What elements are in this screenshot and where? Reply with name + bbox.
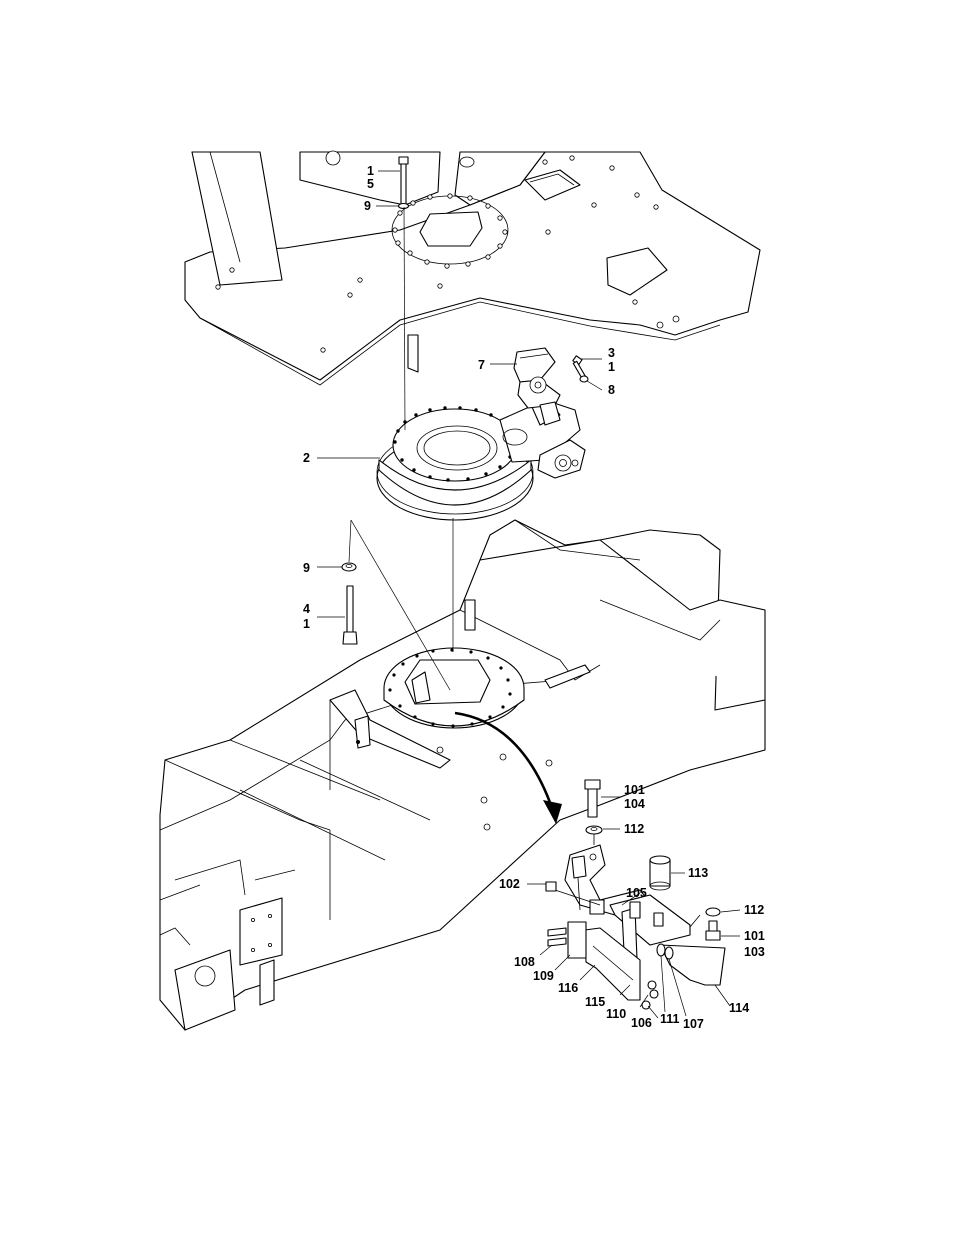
callout-5: 5 — [367, 177, 374, 191]
callout-101-right: 101 — [744, 929, 765, 943]
callout-9-upper: 9 — [364, 199, 371, 213]
callout-111: 111 — [660, 1012, 680, 1026]
callout-109: 109 — [533, 969, 554, 983]
callout-101-top: 101 — [624, 783, 645, 797]
callout-1-lower: 1 — [303, 617, 310, 631]
bolt-3-1 — [573, 356, 588, 382]
callout-104: 104 — [624, 797, 645, 811]
callout-115: 115 — [585, 995, 605, 1009]
callout-2: 2 — [303, 451, 310, 465]
callout-113: 113 — [688, 866, 708, 880]
callout-102: 102 — [499, 877, 520, 891]
callout-7: 7 — [478, 358, 485, 372]
callout-4: 4 — [303, 602, 310, 616]
upper-frame — [185, 151, 760, 385]
callout-8: 8 — [608, 383, 615, 397]
callout-105: 105 — [626, 886, 647, 900]
callout-1-motor: 1 — [608, 360, 615, 374]
callout-107: 107 — [683, 1017, 704, 1031]
callout-114: 114 — [729, 1001, 749, 1015]
callout-108: 108 — [514, 955, 535, 969]
callout-9-lower: 9 — [303, 561, 310, 575]
callout-3: 3 — [608, 346, 615, 360]
callout-112-right: 112 — [744, 903, 764, 917]
callout-103: 103 — [744, 945, 765, 959]
bolt-4-1 — [342, 563, 357, 644]
callout-110: 110 — [606, 1007, 626, 1021]
callout-1-upper: 1 — [367, 164, 374, 178]
callout-106: 106 — [631, 1016, 652, 1030]
callout-116: 116 — [558, 981, 578, 995]
callout-112-top: 112 — [624, 822, 644, 836]
